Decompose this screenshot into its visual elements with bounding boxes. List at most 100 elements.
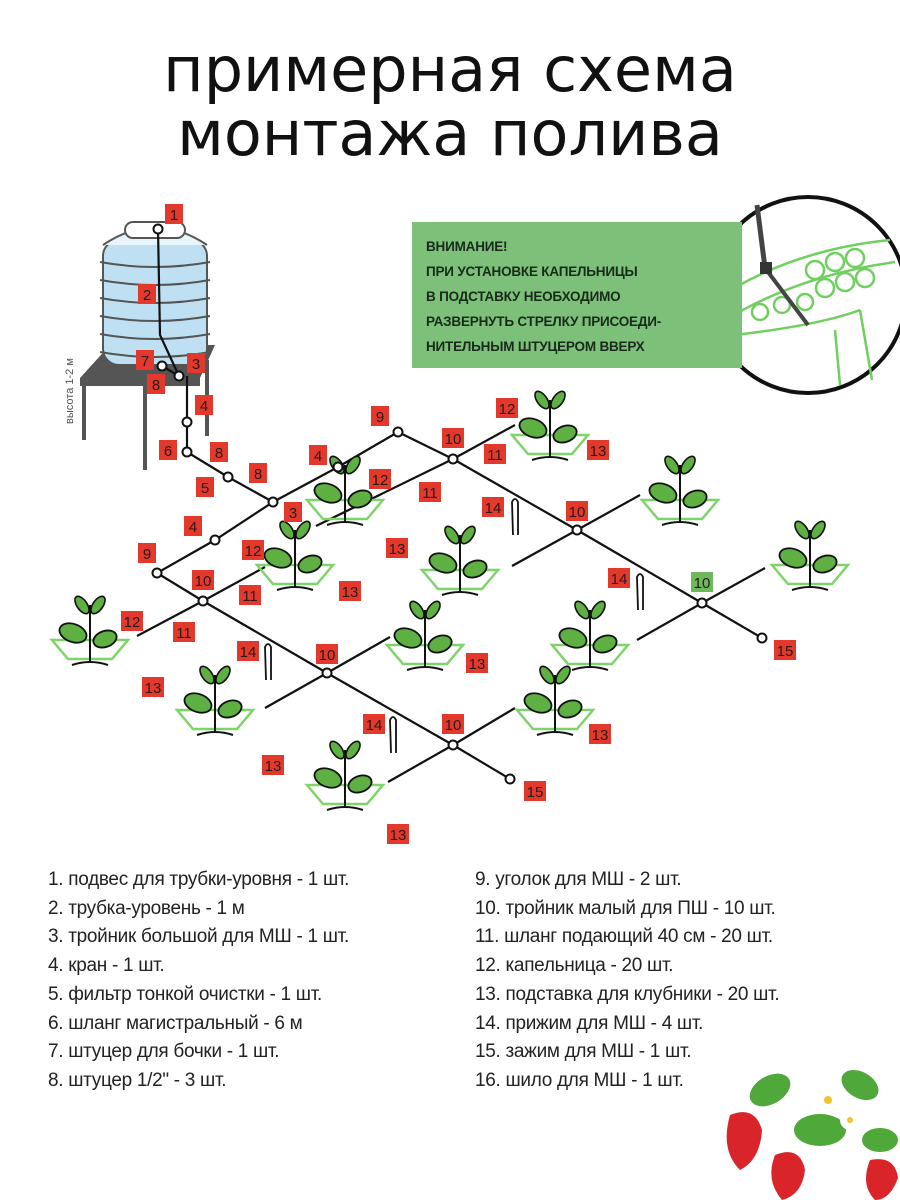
part-marker: 4 <box>184 516 202 536</box>
strawberry-plant-icon <box>49 595 131 666</box>
part-marker-number: 10 <box>195 573 212 590</box>
part-marker-number: 8 <box>152 377 160 394</box>
part-marker: 2 <box>138 284 156 304</box>
clip-icon <box>636 573 644 611</box>
legend-item: 8. штуцер 1/2" - 3 шт. <box>48 1069 227 1091</box>
part-marker-number: 15 <box>777 643 794 660</box>
part-marker-number: 3 <box>289 505 297 522</box>
notice-line: РАЗВЕРНУТЬ СТРЕЛКУ ПРИСОЕДИ- <box>426 314 662 329</box>
part-marker-number: 13 <box>390 827 407 844</box>
hose <box>136 600 204 637</box>
part-marker-number: 9 <box>376 409 384 426</box>
part-marker-number: 2 <box>143 287 151 304</box>
fitting-node <box>151 567 163 579</box>
part-marker: 10 <box>442 714 464 734</box>
parts-legend-right: 9. уголок для МШ - 2 шт. 10. тройник мал… <box>475 866 780 1096</box>
part-marker-number: 13 <box>590 443 607 460</box>
part-marker-number: 13 <box>389 541 406 558</box>
water-tank <box>80 221 215 470</box>
part-marker: 9 <box>138 543 156 563</box>
part-marker-number: 7 <box>141 353 149 370</box>
part-marker-number: 14 <box>366 717 383 734</box>
part-marker: 8 <box>210 442 228 462</box>
part-marker: 13 <box>142 677 164 697</box>
part-marker-number: 12 <box>245 543 262 560</box>
legend-item: 6. шланг магистральный - 6 м <box>48 1012 303 1034</box>
part-marker: 11 <box>419 482 441 502</box>
fitting-node <box>222 471 234 483</box>
clip-icon <box>264 643 272 681</box>
part-marker-number: 10 <box>694 575 711 592</box>
part-marker-number: 14 <box>485 500 502 517</box>
part-marker: 11 <box>239 585 261 605</box>
fitting-node <box>197 595 209 607</box>
legend-item: 15. зажим для МШ - 1 шт. <box>475 1041 692 1063</box>
part-marker: 15 <box>774 640 796 660</box>
part-marker: 10 <box>566 501 588 521</box>
part-marker: 9 <box>371 406 389 426</box>
part-marker: 11 <box>173 622 195 642</box>
notice-line: ВНИМАНИЕ! <box>426 239 508 254</box>
fitting-node <box>571 524 583 536</box>
part-marker: 1 <box>165 204 183 224</box>
title-line-2: монтажа полива <box>177 97 723 170</box>
part-marker-number: 15 <box>527 784 544 801</box>
legend-item: 3. тройник большой для МШ - 1 шт. <box>48 926 349 948</box>
part-marker: 14 <box>363 714 385 734</box>
part-marker: 12 <box>121 611 143 631</box>
hose <box>387 744 454 783</box>
part-marker-number: 10 <box>445 431 462 448</box>
tank-height-label: высота 1-2 м <box>64 358 76 424</box>
hose <box>156 228 180 377</box>
fitting-node <box>173 370 185 382</box>
part-marker: 14 <box>608 568 630 588</box>
fitting-node <box>181 446 193 458</box>
part-marker-number: 11 <box>487 447 503 464</box>
part-marker-number: 11 <box>242 588 258 605</box>
notice-line: НИТЕЛЬНЫМ ШТУЦЕРОМ ВВЕРХ <box>426 339 645 354</box>
part-marker-number: 13 <box>145 680 162 697</box>
fitting-node <box>696 597 708 609</box>
part-marker: 8 <box>147 374 165 394</box>
legend-item: 14. прижим для МШ - 4 шт. <box>475 1012 704 1034</box>
hose <box>636 602 703 641</box>
legend-item: 16. шило для МШ - 1 шт. <box>475 1069 684 1091</box>
hose <box>315 458 454 527</box>
part-marker: 10 <box>691 572 713 592</box>
part-marker-number: 8 <box>215 445 223 462</box>
hose <box>511 529 578 567</box>
part-marker-number: 11 <box>176 625 192 642</box>
fitting-node <box>209 534 221 546</box>
part-marker-number: 4 <box>200 398 208 415</box>
part-marker-number: 3 <box>192 356 200 373</box>
part-marker-number: 10 <box>319 647 336 664</box>
part-marker-number: 10 <box>445 717 462 734</box>
fittings <box>151 223 768 785</box>
part-marker-number: 5 <box>201 480 209 497</box>
part-marker: 13 <box>589 724 611 744</box>
part-marker: 4 <box>195 395 213 415</box>
part-marker: 3 <box>284 502 302 522</box>
part-marker-number: 6 <box>164 443 172 460</box>
notice-line: ПРИ УСТАНОВКЕ КАПЕЛЬНИЦЫ <box>426 264 638 279</box>
part-marker: 6 <box>159 440 177 460</box>
part-marker: 13 <box>339 581 361 601</box>
part-marker-number: 13 <box>265 758 282 775</box>
legend-item: 2. трубка-уровень - 1 м <box>48 897 245 919</box>
legend-item: 9. уголок для МШ - 2 шт. <box>475 869 682 890</box>
part-marker: 14 <box>482 497 504 517</box>
strawberry-plant-icon <box>384 600 466 671</box>
fitting-node <box>181 416 193 428</box>
strawberry-plant-icon <box>549 600 631 671</box>
strawberry-plant-icon <box>639 455 721 526</box>
part-marker-number: 14 <box>611 571 628 588</box>
part-marker: 13 <box>262 755 284 775</box>
part-marker: 13 <box>587 440 609 460</box>
part-marker: 5 <box>196 477 214 497</box>
part-marker: 11 <box>484 444 506 464</box>
part-marker: 7 <box>136 350 154 370</box>
legend-item: 7. штуцер для бочки - 1 шт. <box>48 1041 280 1063</box>
part-marker: 8 <box>249 463 267 483</box>
part-marker-number: 4 <box>314 448 322 465</box>
